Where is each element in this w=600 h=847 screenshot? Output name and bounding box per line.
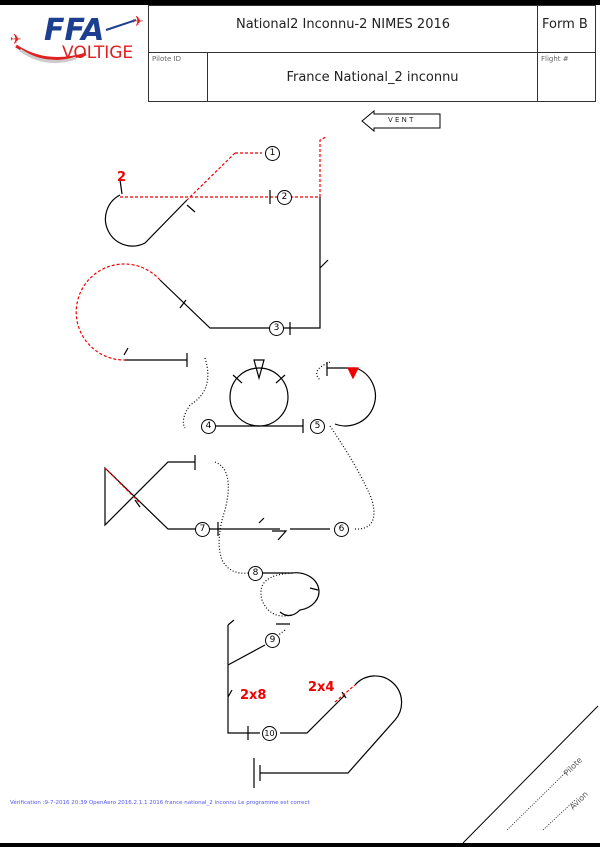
roll-label: 2x8 — [240, 688, 267, 703]
competition-title: National2 Inconnu-2 NIMES 2016 — [235, 17, 451, 32]
form-label: Form B — [542, 17, 588, 32]
roll-label: 2 — [117, 170, 127, 185]
figure-number: 9 — [265, 633, 280, 648]
top-border — [0, 0, 600, 5]
figure-number: 4 — [201, 419, 216, 434]
figure-number: 10 — [262, 726, 277, 741]
figure-number: 1 — [265, 146, 280, 161]
verification-text: Vérification :9-7-2016 20:39 OpenAero 20… — [10, 800, 310, 806]
svg-text:✈: ✈ — [132, 14, 144, 30]
figure-number: 7 — [195, 522, 210, 537]
figure-number: 8 — [248, 566, 263, 581]
logo-voltige: VOLTIGE — [62, 43, 133, 63]
subtitle-cell: France National_2 inconnu — [207, 52, 538, 102]
svg-text:✈: ✈ — [10, 32, 22, 48]
logo-ffa: FFA — [44, 13, 104, 48]
wind-arrow: V E N T — [360, 109, 442, 133]
figure-number: 3 — [269, 321, 284, 336]
form-cell: Form B — [537, 5, 596, 53]
flight-label: Flight # — [541, 55, 569, 63]
roll-label: 2x4 — [308, 680, 335, 695]
ffa-voltige-logo: FFA VOLTIGE ✈ ✈ — [6, 6, 148, 66]
sequence-name: France National_2 inconnu — [286, 70, 459, 85]
figure-number: 2 — [277, 190, 292, 205]
flight-cell[interactable]: Flight # — [537, 52, 596, 102]
figure-number: 6 — [334, 522, 349, 537]
bottom-border — [0, 843, 600, 847]
wind-label: V E N T — [388, 116, 414, 124]
pilot-id-label: Pilote ID — [152, 55, 181, 63]
figure-number: 5 — [310, 419, 325, 434]
